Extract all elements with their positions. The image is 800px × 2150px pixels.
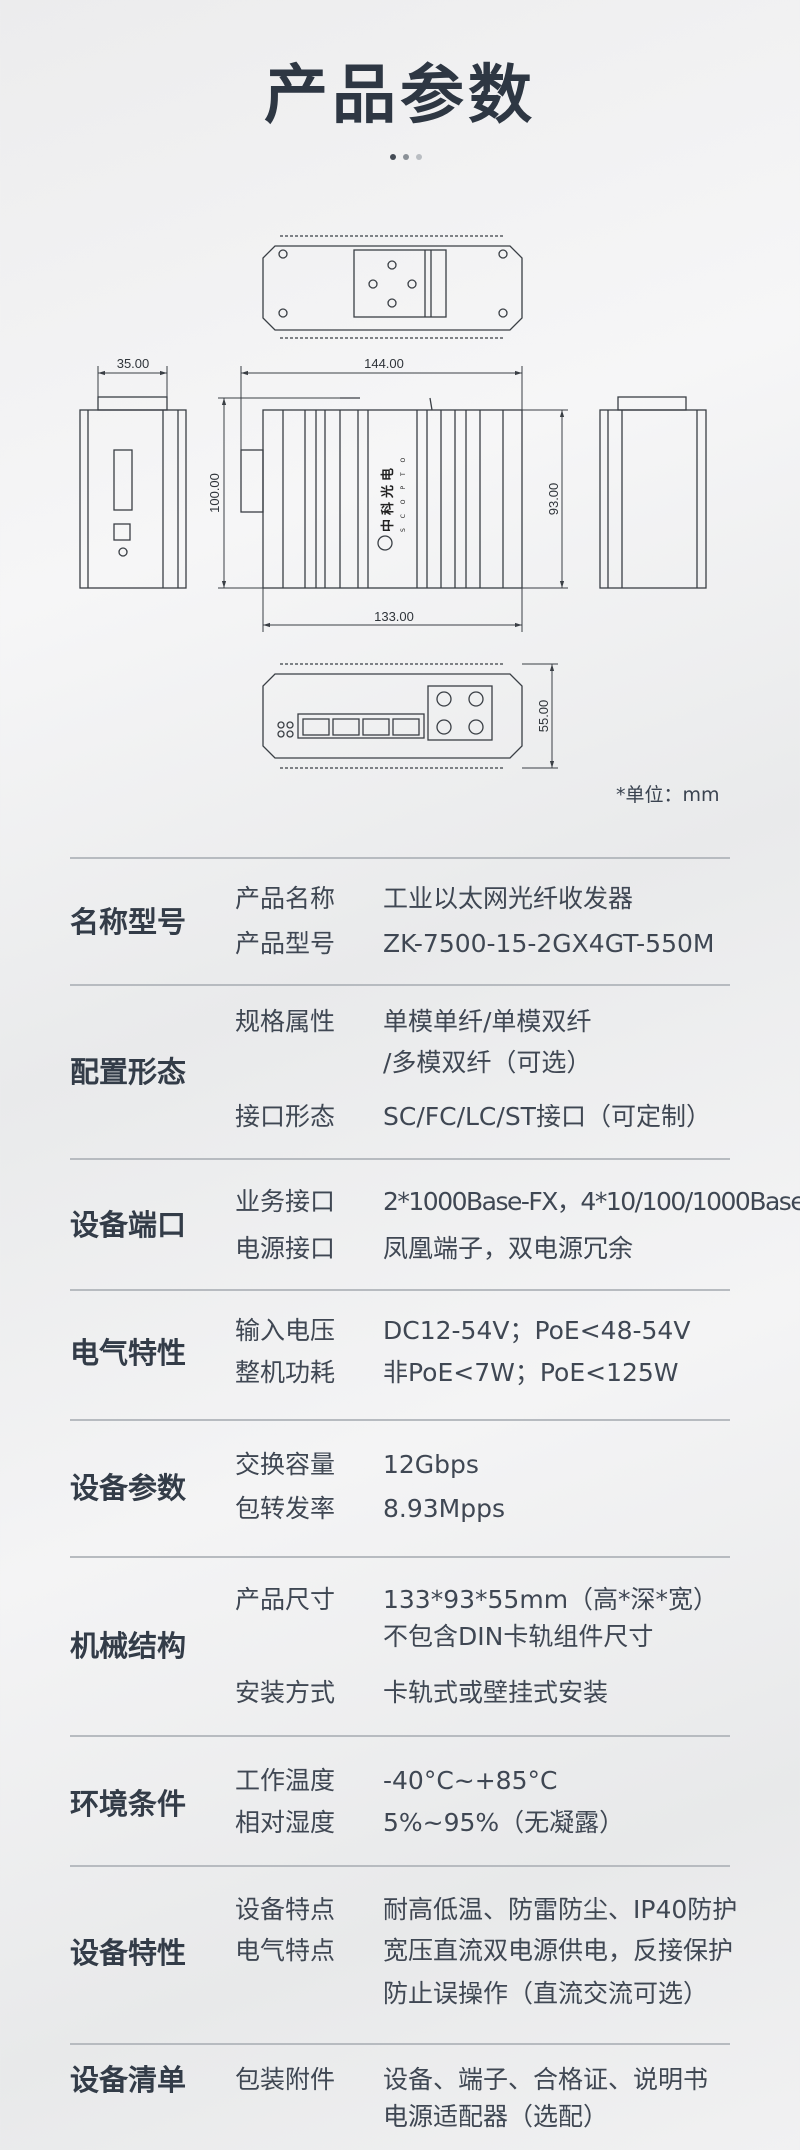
- spec-value: 2*1000Base-FX，4*10/100/1000Base-TX: [383, 1187, 800, 1216]
- spec-label: 业务接口: [235, 1187, 336, 1216]
- spec-value: 12Gbps: [383, 1450, 479, 1479]
- spec-value: /多模双纤（可选）: [383, 1048, 592, 1077]
- divider: [70, 857, 730, 859]
- left-side-view: [79, 396, 187, 589]
- spec-value: -40°C~+85°C: [383, 1766, 558, 1795]
- divider: [70, 1556, 730, 1558]
- spec-label: 相对湿度: [235, 1808, 336, 1837]
- spec-label: 电源接口: [235, 1234, 336, 1263]
- dim-length-body: 133.00: [374, 609, 414, 624]
- divider: [70, 1419, 730, 1421]
- spec-value: 单模单纤/单模双纤: [383, 1007, 592, 1036]
- divider: [70, 1865, 730, 1867]
- spec-value: ZK-7500-15-2GX4GT-550M: [383, 929, 715, 958]
- spec-label: 电气特点: [235, 1936, 336, 1965]
- spec-value: 耐高低温、防雷防尘、IP40防护: [383, 1895, 738, 1924]
- spec-label: 接口形态: [235, 1102, 336, 1131]
- divider: [70, 1289, 730, 1291]
- spec-value: 8.93Mpps: [383, 1494, 505, 1523]
- divider: [70, 984, 730, 986]
- spec-value: 不包含DIN卡轨组件尺寸: [383, 1622, 654, 1651]
- group-label: 设备清单: [70, 2063, 187, 2097]
- spec-value: 5%~95%（无凝露）: [383, 1808, 625, 1837]
- front-view: 中科光电 S C O P T O: [240, 397, 523, 589]
- dot-active: [390, 154, 396, 160]
- spec-label: 产品名称: [235, 884, 336, 913]
- spec-value: SC/FC/LC/ST接口（可定制）: [383, 1102, 711, 1131]
- spec-label: 包转发率: [235, 1494, 336, 1523]
- divider: [70, 1158, 730, 1160]
- spec-label: 产品尺寸: [235, 1585, 336, 1614]
- bottom-view: [262, 663, 523, 769]
- spec-label: 工作温度: [235, 1766, 336, 1795]
- dimension-lines: [97, 366, 568, 769]
- spec-value: 凤凰端子，双电源冗余: [383, 1234, 634, 1263]
- spec-value: 电源适配器（选配）: [383, 2102, 609, 2131]
- divider: [70, 1735, 730, 1737]
- logo-text: 中科光电: [380, 464, 396, 532]
- spec-value: 卡轨式或壁挂式安装: [383, 1678, 609, 1707]
- group-label: 设备端口: [70, 1208, 187, 1242]
- dim-height-total: 100.00: [207, 473, 222, 513]
- spec-value: 设备、端子、合格证、说明书: [383, 2065, 709, 2094]
- pager-dots: [390, 154, 422, 160]
- spec-value: 133*93*55mm（高*深*宽）: [383, 1585, 719, 1614]
- group-label: 设备参数: [70, 1471, 187, 1505]
- spec-label: 整机功耗: [235, 1358, 336, 1387]
- spec-value: 防止误操作（直流交流可选）: [383, 1979, 709, 2008]
- dot: [416, 154, 422, 160]
- group-label: 环境条件: [70, 1787, 187, 1821]
- divider: [70, 2043, 730, 2045]
- logo-subtext: S C O P T O: [400, 454, 407, 532]
- group-label: 配置形态: [70, 1055, 187, 1089]
- page-title: 产品参数: [264, 59, 536, 133]
- dim-width: 55.00: [536, 700, 551, 733]
- spec-label: 包装附件: [235, 2065, 336, 2094]
- dim-length-total: 144.00: [364, 356, 404, 371]
- unit-note: *单位：mm: [616, 784, 720, 806]
- dot: [403, 154, 409, 160]
- spec-label: 设备特点: [235, 1895, 336, 1924]
- spec-value: 宽压直流双电源供电，反接保护: [383, 1936, 734, 1965]
- dimension-drawing: 中科光电 S C O P T O 35.00 144.00 100.00: [79, 235, 707, 769]
- spec-label: 输入电压: [235, 1316, 336, 1345]
- group-label: 设备特性: [70, 1936, 187, 1970]
- spec-value: 工业以太网光纤收发器: [383, 884, 634, 913]
- group-label: 名称型号: [70, 905, 187, 939]
- spec-label: 产品型号: [235, 929, 336, 958]
- spec-value: DC12-54V；PoE<48-54V: [383, 1316, 691, 1345]
- top-view: [262, 235, 523, 339]
- group-label: 电气特性: [70, 1336, 187, 1370]
- dim-depth: 93.00: [546, 483, 561, 516]
- spec-label: 交换容量: [235, 1450, 336, 1479]
- spec-label: 规格属性: [235, 1007, 336, 1036]
- dim-width-side: 35.00: [117, 356, 150, 371]
- spec-label: 安装方式: [235, 1678, 336, 1707]
- group-label: 机械结构: [70, 1629, 187, 1663]
- spec-value: 非PoE<7W；PoE<125W: [383, 1358, 679, 1387]
- right-side-view: [599, 396, 707, 589]
